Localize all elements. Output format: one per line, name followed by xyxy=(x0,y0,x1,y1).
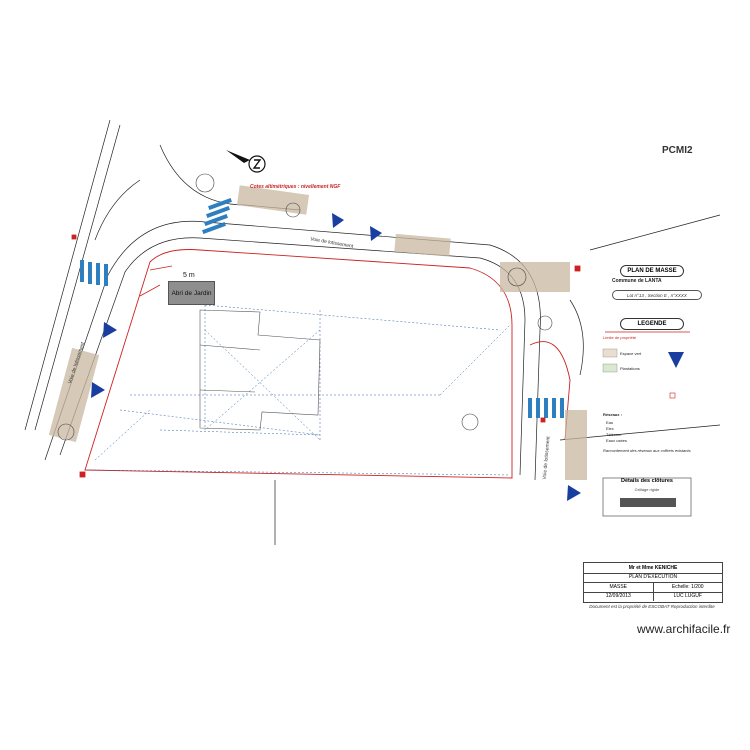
parking-strip-mid xyxy=(394,233,451,257)
plan-scale: Echelle: 1/200 xyxy=(652,582,723,592)
clotures-subtitle: Grillage rigide xyxy=(634,487,660,492)
parking-strip-left xyxy=(48,347,100,443)
crosswalk-right xyxy=(528,398,564,418)
legend-line: Eaux usées xyxy=(606,438,627,443)
legend-line: Eau xyxy=(606,420,614,425)
boundary-left-2 xyxy=(34,124,121,431)
road-curve-right xyxy=(569,299,584,376)
legend-line: Réseaux : xyxy=(603,412,622,417)
garden-shed: Abri de Jardin xyxy=(168,281,215,305)
legend-line: Plantations xyxy=(620,366,640,371)
plan-kind: MASSE xyxy=(609,583,627,590)
road-curve-left xyxy=(94,179,141,241)
property-line-right xyxy=(529,341,571,441)
legend-line: Elec xyxy=(606,426,614,431)
plan-type: PLAN D'EXECUTION xyxy=(628,574,678,581)
crosswalk-top xyxy=(202,198,232,234)
plan-id: PCMI2 xyxy=(662,145,693,156)
plan-sheet xyxy=(20,125,732,630)
legend-title: LEGENDE xyxy=(620,318,684,330)
crosswalk-left xyxy=(80,260,108,286)
garden-shed-label: Abri de Jardin xyxy=(171,289,212,297)
road-inner-edge xyxy=(59,237,526,476)
parking-strip-top xyxy=(236,185,310,215)
north-arrow-icon xyxy=(226,150,266,173)
plan-title: PLAN DE MASSE xyxy=(620,265,684,277)
legend-note: Raccordement des réseaux aux coffrets ex… xyxy=(603,448,691,453)
legend-line: Espace vert xyxy=(620,351,642,356)
plan-author: LUC LUGUF xyxy=(652,591,723,601)
lot-label: Lot n°13 , Section E , n°XXXX xyxy=(612,290,702,300)
commune-label: Commune de LANTA xyxy=(612,278,662,284)
owner-name: Mr et Mme KENICHE xyxy=(628,564,678,571)
altimetry-note: Cotes altimétriques : nivellement NGF xyxy=(250,184,341,190)
road-outer-edge xyxy=(44,220,541,481)
arrow-icon xyxy=(332,213,344,228)
legend-arrow-icon xyxy=(668,352,684,368)
tree-icon xyxy=(195,173,215,193)
parking-strip-right xyxy=(500,262,570,292)
parking-strip-lower-right xyxy=(565,410,587,480)
watermark: www.archifacile.fr xyxy=(637,622,731,636)
title-block: Mr et Mme KENICHE PLAN D'EXECUTION MASSE… xyxy=(583,562,723,603)
legend-line: Limite de propriété xyxy=(603,335,637,340)
dimension-label: 5 m xyxy=(183,272,195,279)
legend-line: Télécom xyxy=(606,432,622,437)
title-block-footer: Document est la propriété de ESCOBAT Rep… xyxy=(589,604,715,609)
house-footprint xyxy=(199,309,321,431)
boundary-left xyxy=(24,119,111,431)
clotures-title: Détails des clôtures xyxy=(621,478,673,484)
plan-date: 12/09/2013 xyxy=(605,593,631,600)
property-line xyxy=(84,249,513,479)
